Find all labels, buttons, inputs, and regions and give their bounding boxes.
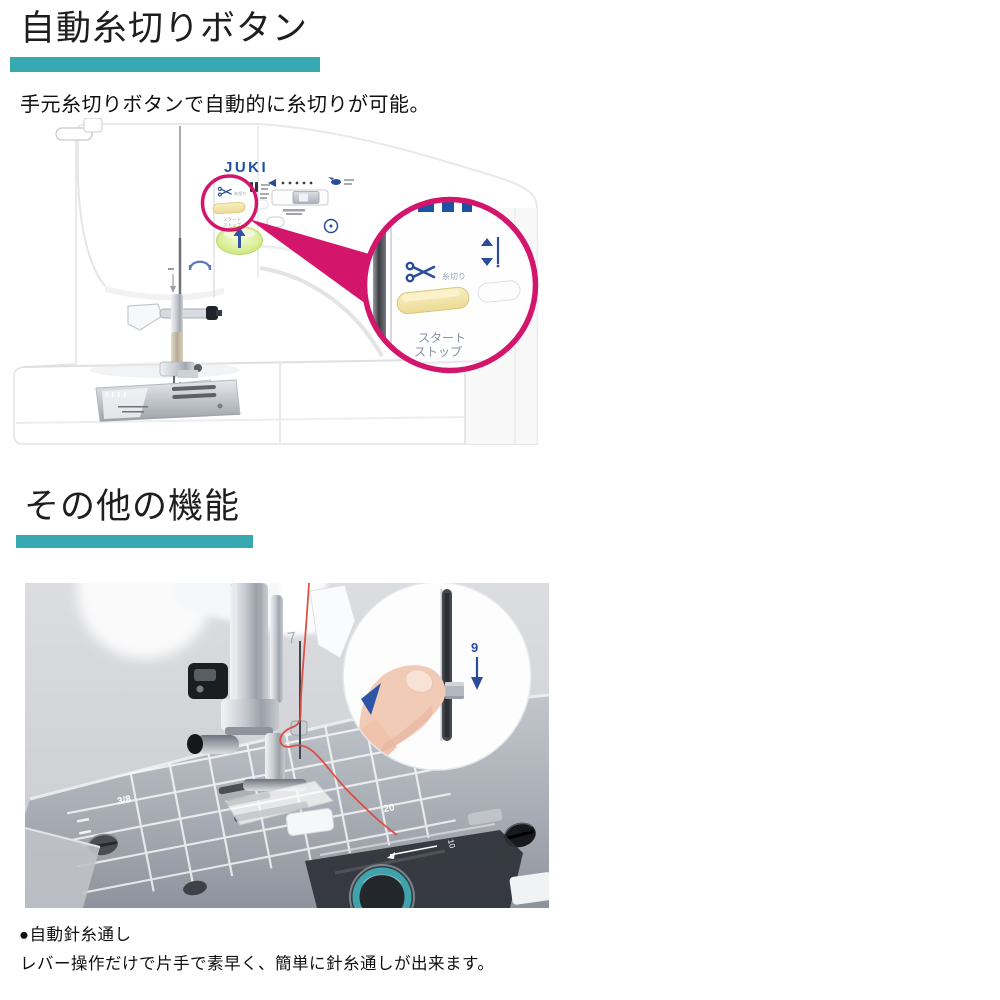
bobbin-thread-marking: 10 [387,838,457,859]
magnified-view: 糸切り スタート ストップ [361,196,539,374]
bobbin-cover: 10 [305,823,549,908]
plate-screw-right [504,822,536,848]
thread-trim-button[interactable] [212,201,246,215]
feature-title: ●自動針糸通し [19,926,132,944]
title-underline-bar [10,57,320,72]
needle-updown-button-large [477,280,521,303]
stop-label-large: ストップ [414,345,462,359]
needle-area [90,294,241,422]
highlight-circle-small [200,174,259,232]
thread-guide [83,117,103,133]
needle-size-number: 7 [286,630,297,648]
threader-inset: 9 [342,583,532,771]
fast-speed-rabbit-icon [328,177,341,185]
speed-slider[interactable] [271,189,329,206]
title-underline-bar-2 [16,535,253,548]
red-thread [279,583,398,836]
needle-bar-assembly: 7 [187,583,356,836]
control-panel: JUKI [212,159,354,255]
pointer-arrow-tip [361,683,381,715]
threader-icon [323,218,339,234]
threader-illustration: 3/8 20 [25,583,549,908]
bobbin-cover-marking: 10 [446,838,457,849]
thread-path-marking [188,260,212,271]
needle-plate [95,379,241,422]
fingernail [404,669,434,693]
plate-marking-left: 3/8 [116,794,132,808]
section-title-other-features: その他の機能 [24,487,241,526]
speed-scale [268,177,354,187]
threader-housing [309,584,356,659]
section-title-thread-trim: 自動糸切りボタン [20,9,309,48]
machine-photo: JUKI [10,117,540,454]
needle-clamp-screw [206,306,218,320]
bobbin [352,867,412,908]
stop-label-small: ストップ [223,223,241,229]
section-description: 手元糸切りボタンで自動的に糸切りが可能。 [20,94,430,116]
threader-photo: 3/8 20 [25,583,549,908]
needle-position-number: 9 [471,640,478,655]
needle-up-down-icon [481,237,500,268]
threader-lever[interactable] [445,682,464,699]
start-label-small: スタート [223,216,241,223]
spool-pin [55,127,93,141]
presser-lifter-lever [127,303,163,331]
cover-release-button [509,872,549,905]
needle-bar [171,294,183,336]
machine-illustration: JUKI [13,117,539,445]
juki-logo: JUKI [224,159,268,176]
needle-drop-marking [168,268,176,293]
start-label-large: スタート [418,331,466,345]
feature-description: レバー操作だけで片手で素早く、簡単に針糸通しが出来ます。 [20,955,495,973]
bed-front-edge [25,828,100,908]
highlight-circle-large [361,196,539,374]
thread-trim-label-large: 糸切り [442,271,466,281]
thread-trim-label-small: 糸切り [234,190,247,197]
foot-shank [265,733,285,781]
slow-speed-icon [268,179,276,187]
callout-wedge [249,219,376,304]
presser-foot-large [224,780,334,826]
start-stop-button[interactable] [216,226,263,255]
lever-down-arrow [471,657,483,690]
plate-marking-right: 20 [383,802,396,815]
